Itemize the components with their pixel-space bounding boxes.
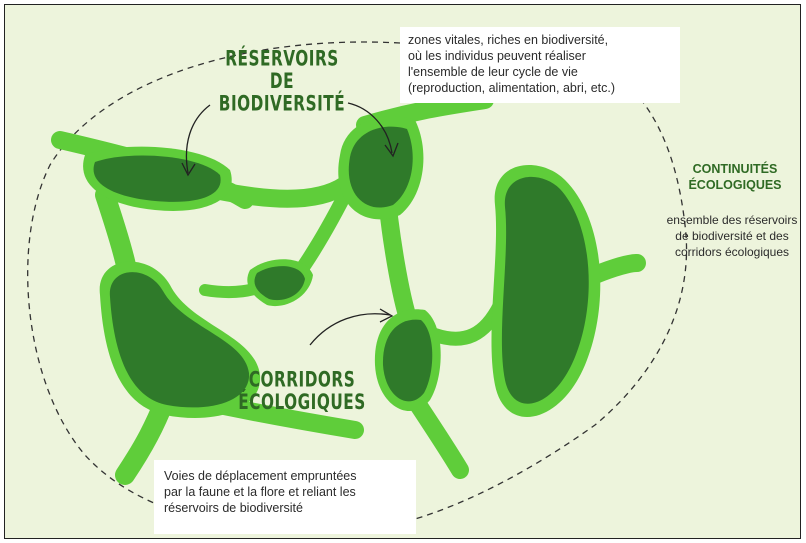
- reservoirs-note-line-3: l'ensemble de leur cycle de vie: [408, 64, 672, 80]
- corridors-note-line-3: réservoirs de biodiversité: [164, 500, 406, 516]
- reservoirs-note-line-1: zones vitales, riches en biodiversité,: [408, 32, 672, 48]
- corridors-note-line-2: par la faune et la flore et reliant les: [164, 484, 406, 500]
- corridors-label-line-2: ÉCOLOGIQUES: [237, 392, 367, 414]
- corridor-far-right: [595, 263, 637, 275]
- continuites-description: ensemble des réservoirs de biodiversité …: [652, 212, 801, 260]
- corridors-note: Voies de déplacement empruntées par la f…: [154, 460, 416, 534]
- reservoirs-label-line-2: DE: [217, 71, 347, 93]
- corridor-left-drop: [105, 195, 127, 270]
- continuites-desc-line-2: de biodiversité et des: [652, 228, 801, 244]
- corridor-mid-top: [215, 185, 345, 199]
- continuites-desc-line-3: corridors écologiques: [652, 244, 801, 260]
- continuites-title-line-2: ÉCOLOGIQUES: [660, 177, 801, 193]
- reservoirs-note-line-4: (reproduction, alimentation, abri, etc.): [408, 80, 672, 96]
- reservoirs-note-line-2: où les individus peuvent réaliser: [408, 48, 672, 64]
- continuites-title-line-1: CONTINUITÉS: [660, 161, 801, 177]
- reservoirs-label: RÉSERVOIRS DE BIODIVERSITÉ: [217, 49, 347, 116]
- reservoirs-label-line-3: BIODIVERSITÉ: [217, 94, 347, 116]
- continuites-title: CONTINUITÉS ÉCOLOGIQUES: [660, 161, 801, 193]
- corridors-label-line-1: CORRIDORS: [237, 370, 367, 392]
- corridor-right-link: [435, 305, 500, 339]
- reservoirs-label-line-1: RÉSERVOIRS: [217, 49, 347, 71]
- diagram-frame: RÉSERVOIRS DE BIODIVERSITÉ CORRIDORS ÉCO…: [4, 4, 801, 539]
- corridors-label: CORRIDORS ÉCOLOGIQUES: [237, 370, 367, 415]
- corridors-note-line-1: Voies de déplacement empruntées: [164, 468, 406, 484]
- reservoirs-note: zones vitales, riches en biodiversité, o…: [400, 27, 680, 103]
- continuites-desc-line-1: ensemble des réservoirs: [652, 212, 801, 228]
